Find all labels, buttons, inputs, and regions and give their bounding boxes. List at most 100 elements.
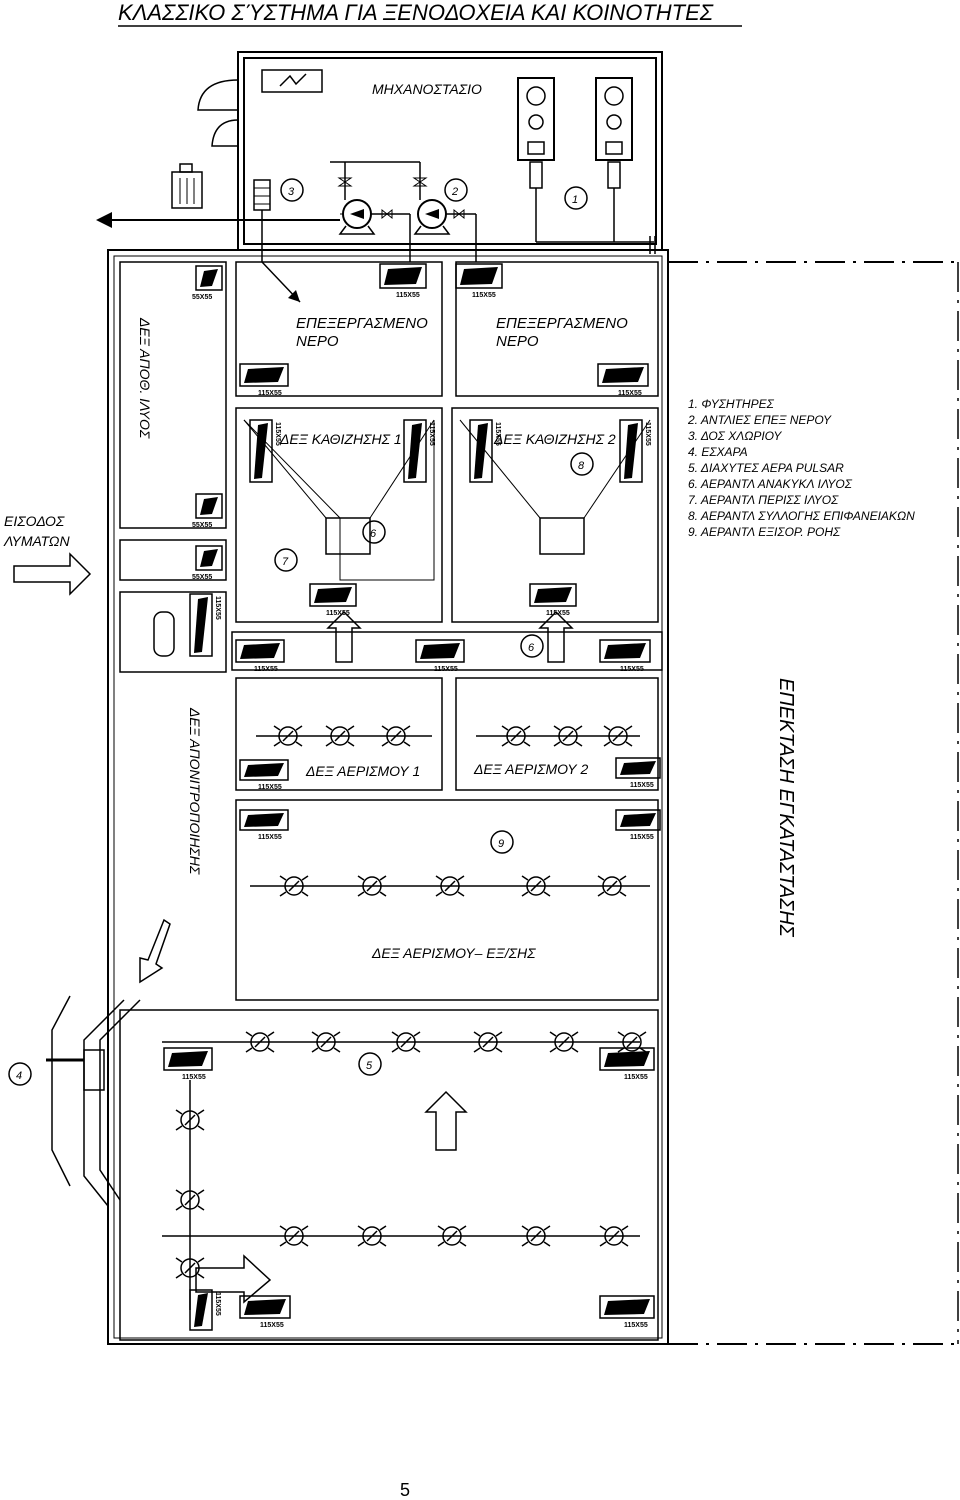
manhole-size-label: 115X55	[618, 390, 642, 397]
manhole-cover: 115X55	[615, 757, 661, 789]
manhole-cover: 115X55	[189, 593, 221, 657]
manhole-size-label: 115X55	[428, 422, 435, 446]
manhole-cover: 115X55	[239, 1295, 291, 1329]
pulsar-diffuser-icon	[473, 1031, 503, 1053]
manhole-cover: 115X55	[599, 1295, 655, 1329]
settling-2-label: ΔΕΞ ΚΑΘΙΖΗΣΗΣ 2	[493, 431, 616, 447]
marker-2: 2	[451, 186, 458, 198]
manhole-size-label: 115X55	[630, 834, 654, 841]
pulsar-diffuser-icon	[357, 1225, 387, 1247]
manhole-cover: 115X55	[615, 809, 661, 841]
manhole-cover: 55X55	[192, 545, 223, 581]
up-arrow-icon	[424, 1090, 468, 1151]
pulsar-diffuser-icon	[597, 875, 627, 897]
manhole-size-label: 115X55	[254, 666, 278, 673]
pulsar-diffuser-icon	[599, 1225, 629, 1247]
manhole-size-label: 115X55	[494, 422, 501, 446]
manhole-cover: 115X55	[239, 759, 289, 791]
pulsar-diffuser-icon	[325, 725, 355, 747]
manhole-cover: 115X55	[309, 583, 357, 617]
legend: 1. ΦΥΣΗΤΗΡΕΣ 2. ΑΝΤΛΙΕΣ ΕΠΕΞ ΝΕΡΟΥ 3. ΔΟ…	[687, 397, 915, 539]
expansion-boundary	[668, 261, 959, 1345]
manhole-size-label: 115X55	[258, 784, 282, 791]
pulsar-diffuser-icon	[175, 1109, 205, 1131]
manhole-size-label: 115X55	[326, 610, 350, 617]
manhole-cover: 115X55	[469, 419, 501, 483]
treated-water-label-1a: ΕΠΕΞΕΡΓΑΣΜΕΝΟ	[296, 315, 428, 332]
settling-tank-2: ΔΕΞ ΚΑΘΙΖΗΣΗΣ 2	[451, 407, 659, 623]
pulsar-diffuser-icon	[357, 875, 387, 897]
manhole-size-label: 115X55	[274, 422, 281, 446]
manhole-cover: 115X55	[189, 1289, 221, 1331]
manhole-cover: 115X55	[379, 263, 427, 299]
manhole-size-label: 115X55	[434, 666, 458, 673]
denitrification-label: ΔΕΞ ΑΠΟΝΙΤΡΟΠΟΙΗΣΗΣ	[187, 707, 203, 875]
manhole-cover: 115X55	[415, 639, 465, 673]
manhole-size-label: 115X55	[630, 782, 654, 789]
manholes: 55X55 55X55 55X55 115X55 115X55 115X55 115X55 1…	[163, 263, 661, 1331]
manhole-size-label: 115X55	[214, 1292, 221, 1316]
manhole-size-label: 55X55	[192, 574, 212, 581]
pulsar-diffuser-icon	[521, 1225, 551, 1247]
aeration-2-label: ΔΕΞ ΑΕΡΙΣΜΟΥ 2	[473, 761, 588, 777]
manhole-size-label: 115X55	[214, 596, 221, 620]
machine-room: ΜΗΧΑΝΟΣΤΑΣΙΟ	[96, 51, 663, 262]
aeration-tank-1: ΔΕΞ ΑΕΡΙΣΜΟΥ 1	[235, 677, 443, 791]
pulsar-diffuser-icon	[501, 725, 531, 747]
legend-item-4: 4. ΕΣΧΑΡΑ	[688, 445, 748, 459]
marker-9: 9	[498, 838, 504, 850]
pulsar-diffuser-icon	[381, 725, 411, 747]
diagram-title: ΚΛΑΣΣΙΚΟ ΣΎΣΤΗΜΑ ΓΙΑ ΞΕΝΟΔΟΧΕΙΑ ΚΑΙ ΚΟΙΝ…	[118, 0, 714, 25]
inlet-label-2: ΛΥΜΑΤΩΝ	[3, 533, 70, 549]
manhole-size-label: 115X55	[258, 390, 282, 397]
pulsar-diffuser-icon	[245, 1031, 275, 1053]
manhole-size-label: 115X55	[546, 610, 570, 617]
number-markers: 1 2 3 4 5 6 6 7 8 9	[8, 178, 594, 1086]
manhole-size-label: 115X55	[644, 422, 651, 446]
manhole-cover: 115X55	[619, 419, 651, 483]
cylinder-icon	[153, 611, 175, 657]
manhole-cover: 115X55	[249, 419, 281, 483]
pulsar-diffuser-icon	[175, 1189, 205, 1211]
outlet-arrow-icon	[195, 1254, 272, 1304]
sludge-storage-label: ΔΕΞ ΑΠΟΘ. ΙΛΥΟΣ	[137, 317, 153, 439]
up-arrow-icon	[326, 610, 362, 663]
aeration-1-label: ΔΕΞ ΑΕΡΙΣΜΟΥ 1	[305, 763, 420, 779]
manhole-size-label: 115X55	[624, 1322, 648, 1329]
manhole-size-label: 115X55	[182, 1074, 206, 1081]
up-arrow-icon	[538, 610, 574, 663]
pulsar-diffuser-icon	[279, 875, 309, 897]
legend-item-6: 6. ΑΕΡΑΝΤΛ ΑΝΑΚΥΚΛ ΙΛΥΟΣ	[688, 477, 853, 491]
manhole-size-label: 115X55	[620, 666, 644, 673]
pulsar-diffuser-icon	[603, 725, 633, 747]
manhole-cover: 115X55	[599, 1047, 655, 1081]
manhole-cover: 115X55	[597, 363, 649, 397]
manhole-cover: 55X55	[192, 493, 223, 529]
screen-channel	[46, 918, 171, 1207]
legend-item-2: 2. ΑΝΤΛΙΕΣ ΕΠΕΞ ΝΕΡΟΥ	[687, 413, 832, 427]
marker-6a: 6	[370, 528, 377, 540]
manhole-size-label: 115X55	[260, 1322, 284, 1329]
pulsar-diffuser-icon	[521, 875, 551, 897]
manhole-cover: 115X55	[599, 639, 651, 673]
denitrification-tank: ΔΕΞ ΑΠΟΝΙΤΡΟΠΟΙΗΣΗΣ	[119, 591, 227, 875]
pulsar-diffuser-icon	[435, 875, 465, 897]
legend-item-1: 1. ΦΥΣΗΤΗΡΕΣ	[688, 397, 775, 411]
manhole-size-label: 115X55	[624, 1074, 648, 1081]
treated-water-tank-2: ΕΠΕΞΕΡΓΑΣΜΕΝΟ ΝΕΡΟ	[455, 261, 659, 397]
manhole-size-label: 55X55	[192, 294, 212, 301]
inlet-label-1: ΕΙΣΟΔΟΣ	[4, 513, 65, 529]
manhole-cover: 115X55	[235, 639, 285, 673]
diffuser-icons	[175, 725, 647, 1279]
expansion-label: ΕΠΕΚΤΑΣΗ ΕΓΚΑΤΑΣΤΑΣΗΣ	[775, 678, 797, 938]
legend-item-3: 3. ΔΟΣ ΧΛΩΡΙΟΥ	[688, 429, 782, 443]
marker-6b: 6	[528, 642, 535, 654]
marker-3: 3	[288, 186, 295, 198]
legend-item-9: 9. ΑΕΡΑΝΤΛ ΕΞΙΣΟΡ. ΡΟΗΣ	[688, 525, 841, 539]
aeration-tank-2: ΔΕΞ ΑΕΡΙΣΜΟΥ 2	[455, 677, 659, 791]
treated-water-label-2a: ΕΠΕΞΕΡΓΑΣΜΕΝΟ	[496, 315, 628, 332]
pulsar-diffuser-icon	[273, 725, 303, 747]
pulsar-diffuser-icon	[437, 1225, 467, 1247]
treated-water-tank-1: ΕΠΕΞΕΡΓΑΣΜΕΝΟ ΝΕΡΟ	[235, 261, 443, 397]
